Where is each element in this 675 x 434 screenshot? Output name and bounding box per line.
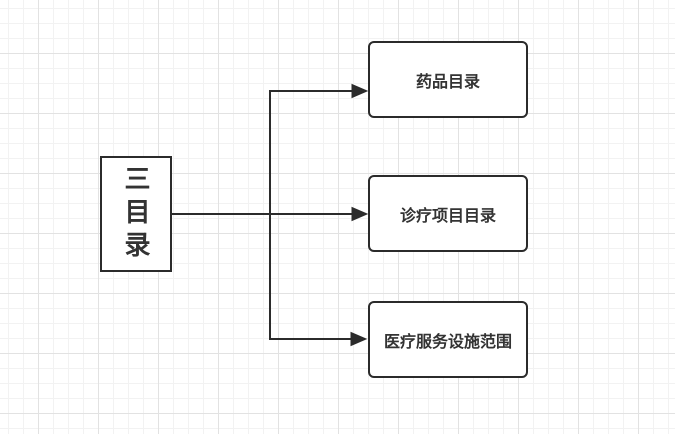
node-drug-catalog[interactable]: 药品目录 [368,41,528,118]
arrowhead-facility-scope [350,331,368,347]
node-three-catalogs[interactable]: 三目录 [100,156,172,272]
node-treatment-item-catalog-label: 诊疗项目目录 [399,207,496,225]
edge-root-to-drug-catalog[interactable] [269,90,353,214]
arrowhead-treatment-catalog [351,206,369,222]
node-drug-catalog-label: 药品目录 [415,73,480,91]
edge-root-to-facility-scope[interactable] [269,214,352,340]
node-treatment-item-catalog[interactable]: 诊疗项目目录 [368,175,528,252]
arrowhead-drug-catalog [351,83,369,99]
node-three-catalogs-label: 三目录 [121,164,151,264]
node-medical-service-facility-scope[interactable]: 医疗服务设施范围 [368,301,528,378]
node-medical-service-facility-scope-label: 医疗服务设施范围 [383,333,512,351]
